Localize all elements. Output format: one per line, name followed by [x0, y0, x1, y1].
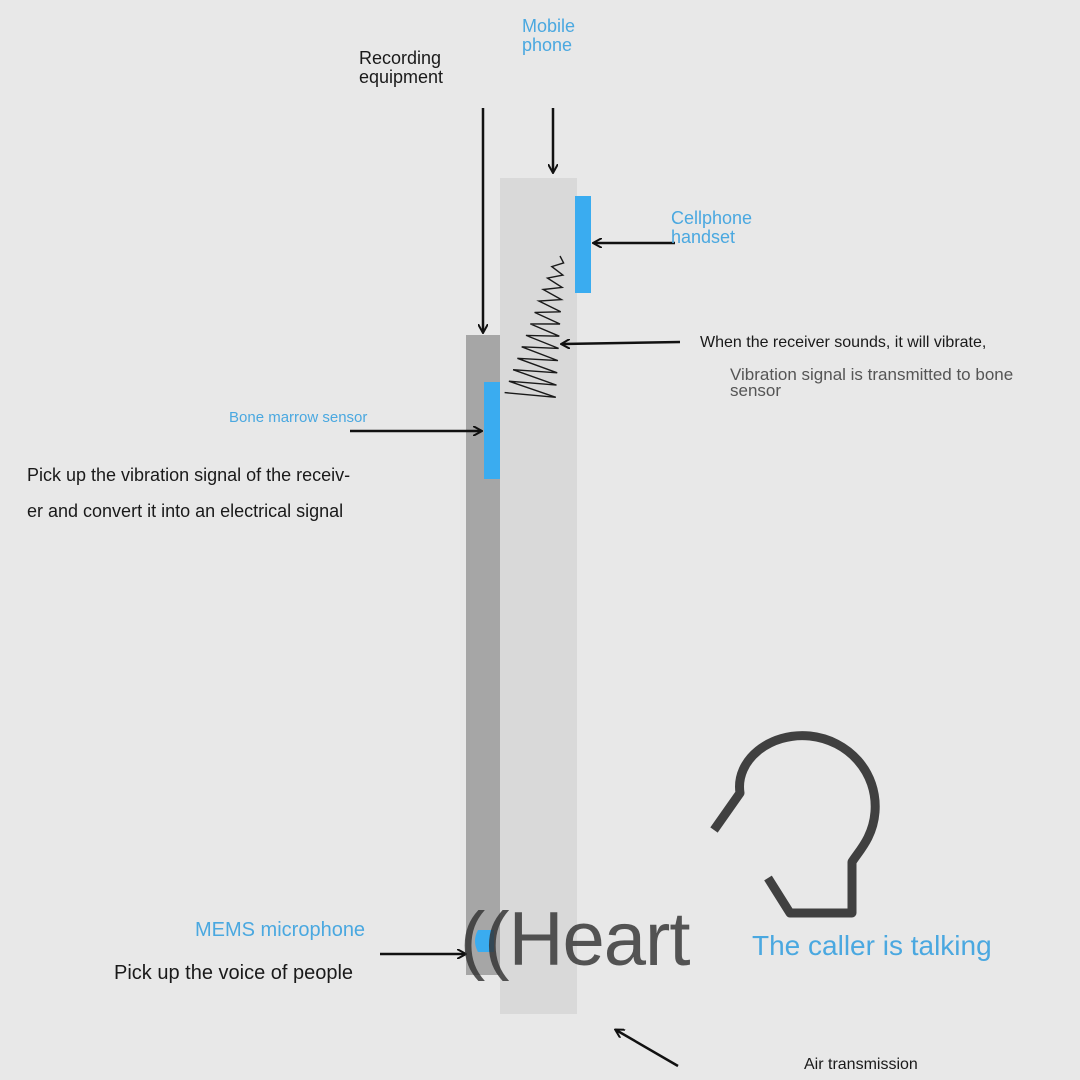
- receiver-vibrate-label: When the receiver sounds, it will vibrat…: [700, 334, 987, 351]
- bone-marrow-sensor: [484, 382, 500, 479]
- cellphone-handset-label: Cellphone handset: [671, 209, 752, 247]
- mems-microphone-label: MEMS microphone: [195, 919, 366, 941]
- bone-marrow-sensor-label: Bone marrow sensor: [229, 409, 368, 426]
- arrow-air-transmission: [616, 1030, 679, 1068]
- head-profile-icon: [710, 731, 880, 918]
- cellphone-handset: [575, 196, 591, 293]
- recording-equipment-label-line1: Recording: [359, 48, 442, 68]
- pickup-vibration-label-line2: er and convert it into an electrical sig…: [27, 501, 344, 521]
- air-transmission-label: Air transmission: [804, 1056, 918, 1073]
- cellphone-handset-label-line1: Cellphone: [671, 208, 753, 228]
- vibration-transmitted-label: Vibration signal is transmitted to bone …: [730, 366, 1013, 400]
- arrow-receiver-vibrate: [562, 342, 681, 344]
- mobile-phone-body: [500, 178, 577, 1014]
- pickup-vibration-label: Pick up the vibration signal of the rece…: [27, 457, 350, 529]
- mems-microphone: [475, 930, 494, 952]
- watermark: ((Heart: [460, 897, 690, 982]
- recording-equipment-label: Recording equipment: [359, 49, 443, 87]
- cellphone-handset-label-line2: handset: [671, 226, 736, 247]
- vibration-transmitted-label-line1: Vibration signal is transmitted to bone: [730, 365, 1014, 384]
- mobile-phone-label-line2: phone: [522, 34, 573, 55]
- mobile-phone-label-line1: Mobile: [522, 16, 576, 36]
- mobile-phone-label: Mobile phone: [522, 17, 575, 55]
- pickup-vibration-label-line1: Pick up the vibration signal of the rece…: [27, 465, 351, 485]
- recording-equipment-label-line2: equipment: [359, 66, 444, 87]
- vibration-transmitted-label-line2: sensor: [730, 380, 782, 400]
- caller-talking-label: The caller is talking: [752, 930, 992, 961]
- pickup-voice-label: Pick up the voice of people: [114, 962, 354, 984]
- vibration-spring: [504, 255, 565, 398]
